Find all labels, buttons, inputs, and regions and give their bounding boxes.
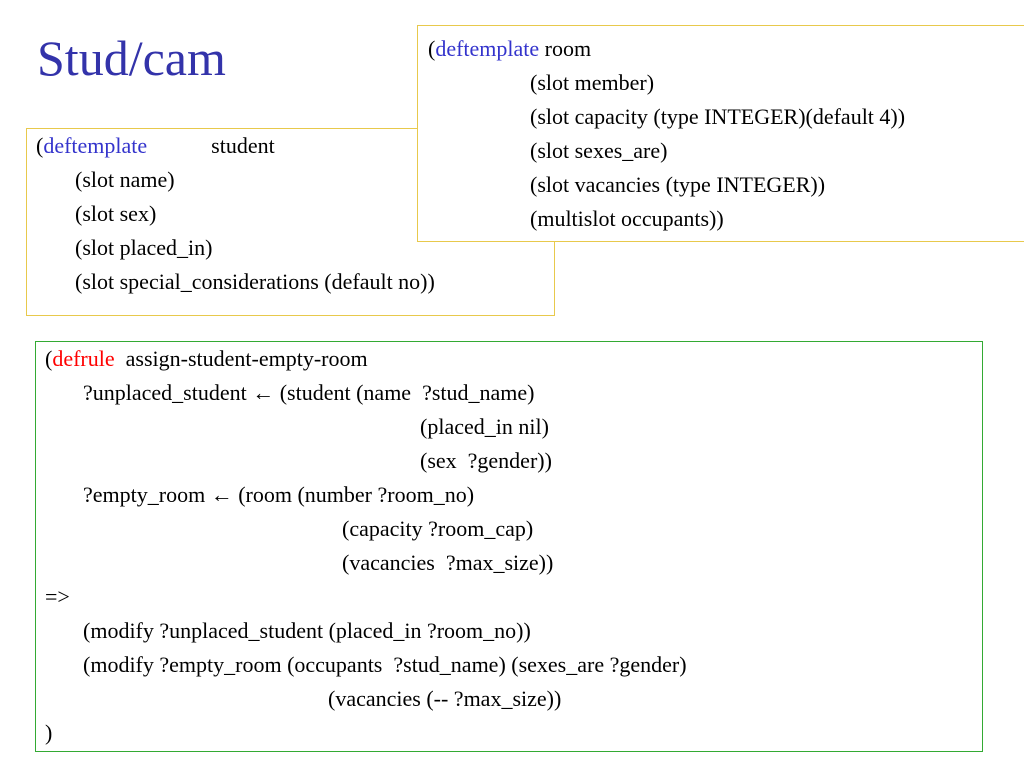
slot-line: (slot placed_in) [75, 235, 213, 260]
template-name: student [211, 133, 275, 158]
slot-line: (slot capacity (type INTEGER)(default 4)… [530, 104, 906, 129]
template-name: room [544, 36, 592, 61]
open-paren: ( [36, 133, 44, 158]
slot-line: (slot special_considerations (default no… [75, 269, 435, 294]
rule-line: (capacity ?room_cap) [342, 516, 534, 541]
rule-name: assign-student-empty-room [125, 346, 368, 371]
slot-line: (slot vacancies (type INTEGER)) [530, 172, 826, 197]
rule-line: (modify ?unplaced_student (placed_in ?ro… [83, 618, 531, 643]
open-paren: ( [428, 36, 436, 61]
rule-line: ?empty_room ← (room (number ?room_no) [83, 482, 475, 507]
slot-line: (multislot occupants)) [530, 206, 724, 231]
rule-line: (vacancies ?max_size)) [342, 550, 554, 575]
defrule-box: (defrule assign-student-empty-room ?unpl… [35, 341, 983, 752]
slot-line: (slot name) [75, 167, 175, 192]
slot-line: (slot member) [530, 70, 655, 95]
slot-line: (slot sex) [75, 201, 157, 226]
rule-arrow: => [45, 584, 70, 609]
deftemplate-keyword: deftemplate [435, 36, 540, 61]
defrule-header: (defrule assign-student-empty-room [45, 342, 368, 376]
rule-line: (sex ?gender)) [420, 448, 552, 473]
rule-line: (vacancies (-- ?max_size)) [328, 686, 562, 711]
room-template-box: (deftemplate room (slot member) (slot ca… [417, 25, 1024, 242]
deftemplate-keyword: deftemplate [43, 133, 148, 158]
rule-line: ?unplaced_student ← (student (name ?stud… [83, 380, 535, 405]
room-template-header: (deftemplate room [428, 32, 591, 66]
slot-line: (slot sexes_are) [530, 138, 668, 163]
slide-title: Stud/cam [37, 30, 226, 86]
rule-line: (modify ?empty_room (occupants ?stud_nam… [83, 652, 687, 677]
student-template-header: (deftemplate student [36, 129, 275, 163]
open-paren: ( [45, 346, 53, 371]
defrule-keyword: defrule [52, 346, 115, 371]
rule-line: (placed_in nil) [420, 414, 549, 439]
rule-close-paren: ) [45, 720, 53, 745]
